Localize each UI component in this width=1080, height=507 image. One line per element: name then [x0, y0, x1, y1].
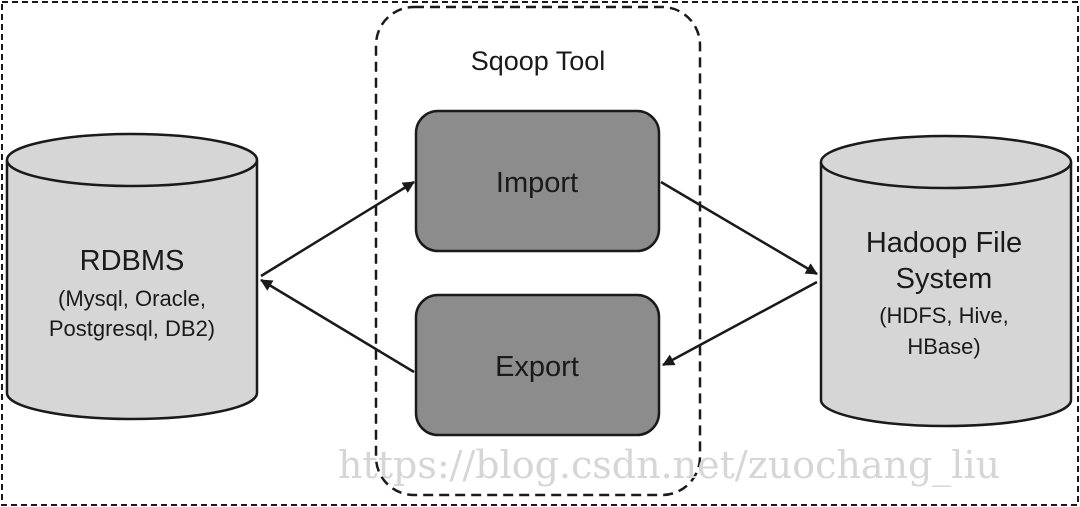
export-box: Export	[414, 293, 661, 437]
hadoop-cylinder: Hadoop File System (HDFS, Hive, HBase)	[819, 134, 1073, 428]
import-box: Import	[414, 109, 661, 253]
sqoop-tool-title: Sqoop Tool	[471, 46, 606, 76]
hadoop-detail-line-2: HBase)	[907, 334, 980, 359]
rdbms-cylinder: RDBMS (Mysql, Oracle, Postgresql, DB2)	[5, 132, 259, 421]
hadoop-detail-line-1: (HDFS, Hive,	[879, 303, 1009, 328]
hadoop-title-line-1: Hadoop File	[866, 227, 1022, 259]
rdbms-title: RDBMS	[80, 245, 185, 277]
arrow-export-to-rdbms	[260, 278, 415, 374]
sqoop-tool-container	[374, 5, 702, 497]
rdbms-detail-line-2: Postgresql, DB2)	[49, 316, 215, 341]
rdbms-detail-line-1: (Mysql, Oracle,	[58, 286, 206, 311]
arrow-rdbms-to-import	[260, 180, 415, 278]
arrow-import-to-hadoop	[660, 180, 818, 276]
hadoop-title-line-2: System	[896, 263, 993, 295]
watermark-text: https://blog.csdn.net/zuochang_liu	[338, 443, 1000, 488]
export-label: Export	[495, 351, 579, 383]
arrow-hadoop-to-export	[662, 280, 818, 367]
import-label: Import	[496, 167, 578, 199]
